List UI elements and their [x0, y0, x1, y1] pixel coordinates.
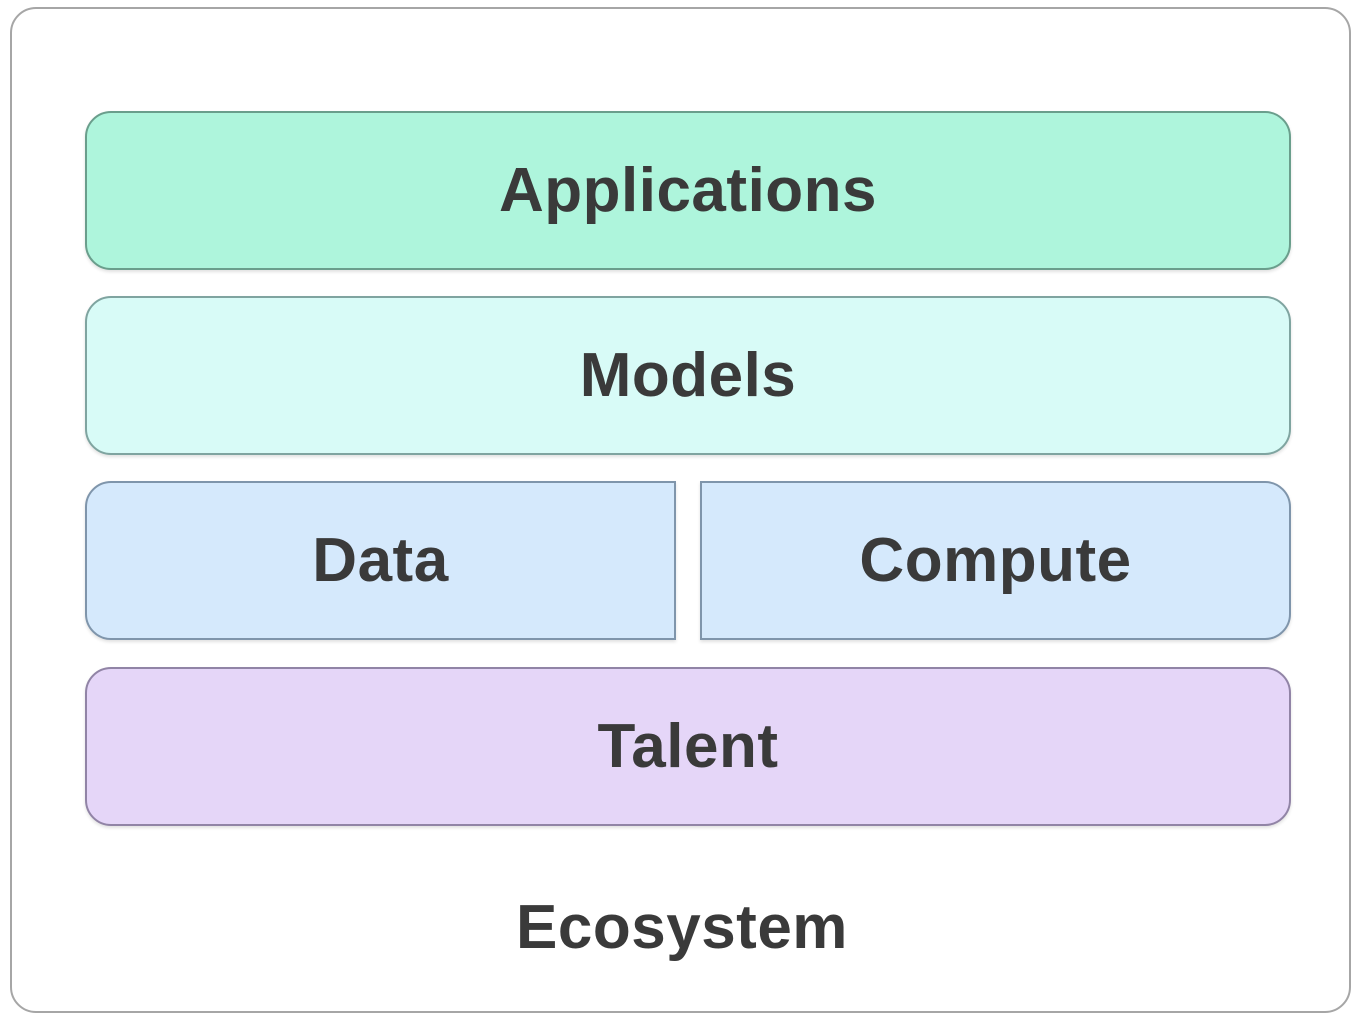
applications-label: Applications	[498, 156, 878, 225]
talent-label: Talent	[597, 712, 779, 781]
applications-layer: Applications	[85, 111, 1291, 270]
data-label: Data	[312, 526, 449, 595]
compute-label: Compute	[859, 526, 1132, 595]
compute-layer: Compute	[700, 481, 1291, 640]
ecosystem-caption: Ecosystem	[516, 893, 848, 962]
models-layer: Models	[85, 296, 1291, 455]
models-label: Models	[579, 341, 797, 410]
data-layer: Data	[85, 481, 676, 640]
talent-layer: Talent	[85, 667, 1291, 826]
